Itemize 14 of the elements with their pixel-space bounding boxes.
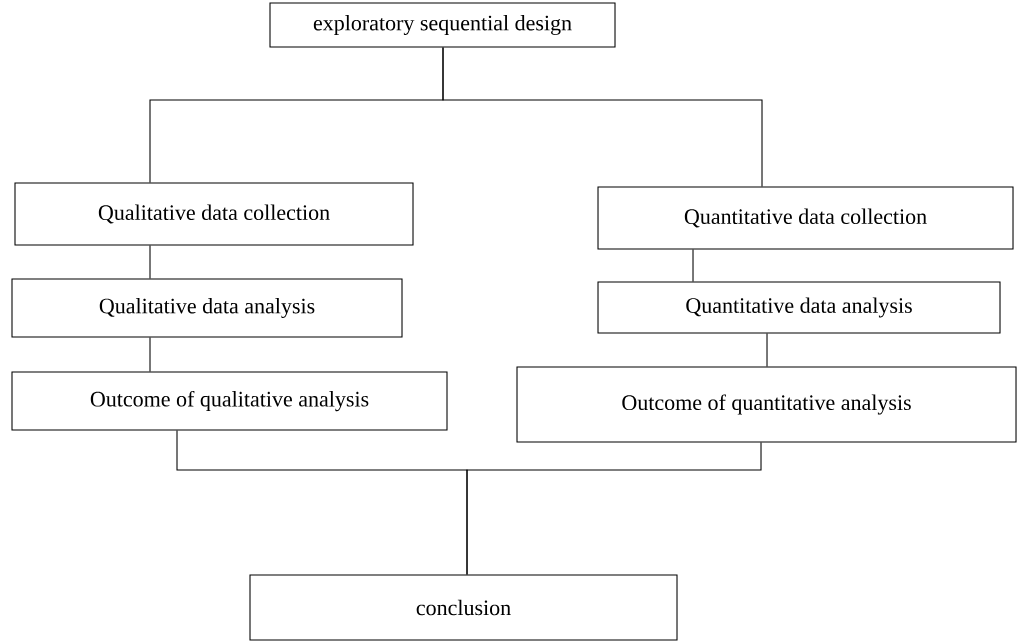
connector-line [442,47,763,187]
process-box: Quantitative data collection [597,186,1014,250]
connector-line [149,337,151,372]
process-box: exploratory sequential design [269,2,616,48]
process-box: Qualitative data analysis [11,278,403,338]
process-box: Outcome of qualitative analysis [11,371,448,431]
process-box: Outcome of quantitative analysis [516,366,1017,443]
connector-line [466,442,762,575]
process-box: Qualitative data collection [14,182,414,246]
connector-line [149,245,151,279]
connector-line [766,333,768,367]
process-box: Quantitative data analysis [597,281,1001,334]
connector-line [692,249,694,282]
process-box: conclusion [249,574,678,641]
